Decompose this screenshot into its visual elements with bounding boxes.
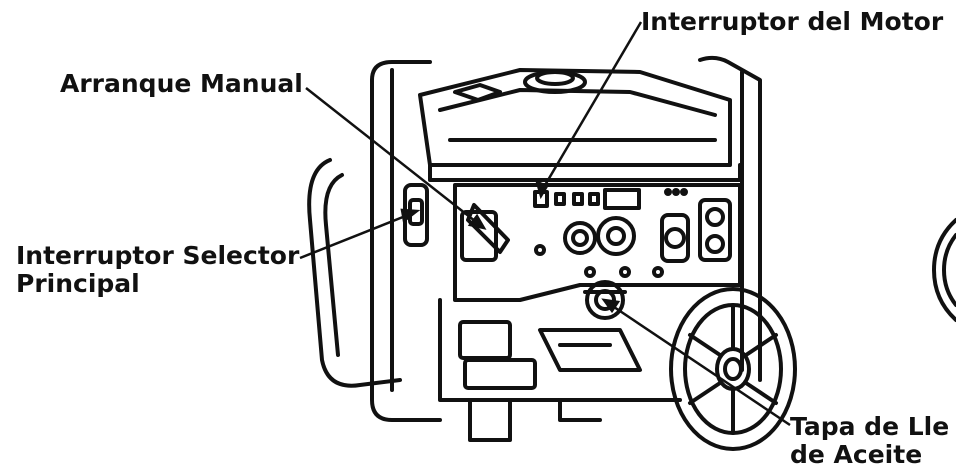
leader-engine-switch bbox=[539, 21, 643, 193]
leader-manual-start bbox=[305, 87, 481, 226]
label-oil-cap-line2: de Aceite bbox=[790, 440, 923, 469]
label-oil-cap: Tapa de Lle de Aceite bbox=[790, 413, 949, 469]
arrowhead-oil-cap bbox=[601, 298, 621, 314]
wheel-icon bbox=[669, 287, 797, 451]
label-main-selector-line1: Interruptor Selector bbox=[16, 241, 300, 270]
leader-oil-cap bbox=[607, 301, 791, 427]
manual-start-handle bbox=[460, 203, 510, 262]
engine-block bbox=[438, 280, 682, 442]
label-main-selector-line2: Principal bbox=[16, 269, 140, 298]
fuel-tank-housing bbox=[418, 68, 742, 182]
label-manual-start: Arranque Manual bbox=[60, 69, 303, 98]
leader-main-selector bbox=[299, 211, 414, 260]
label-engine-switch: Interruptor del Motor bbox=[641, 7, 944, 36]
arrowhead-manual-start bbox=[467, 213, 487, 230]
arrowhead-main-selector bbox=[400, 208, 421, 224]
arrowhead-engine-switch bbox=[535, 179, 549, 200]
control-panel bbox=[453, 183, 742, 302]
label-main-selector: Interruptor Selector Principal bbox=[16, 242, 299, 298]
partial-wheel-icon bbox=[932, 218, 956, 322]
label-oil-cap-line1: Tapa de Lle bbox=[790, 412, 950, 441]
